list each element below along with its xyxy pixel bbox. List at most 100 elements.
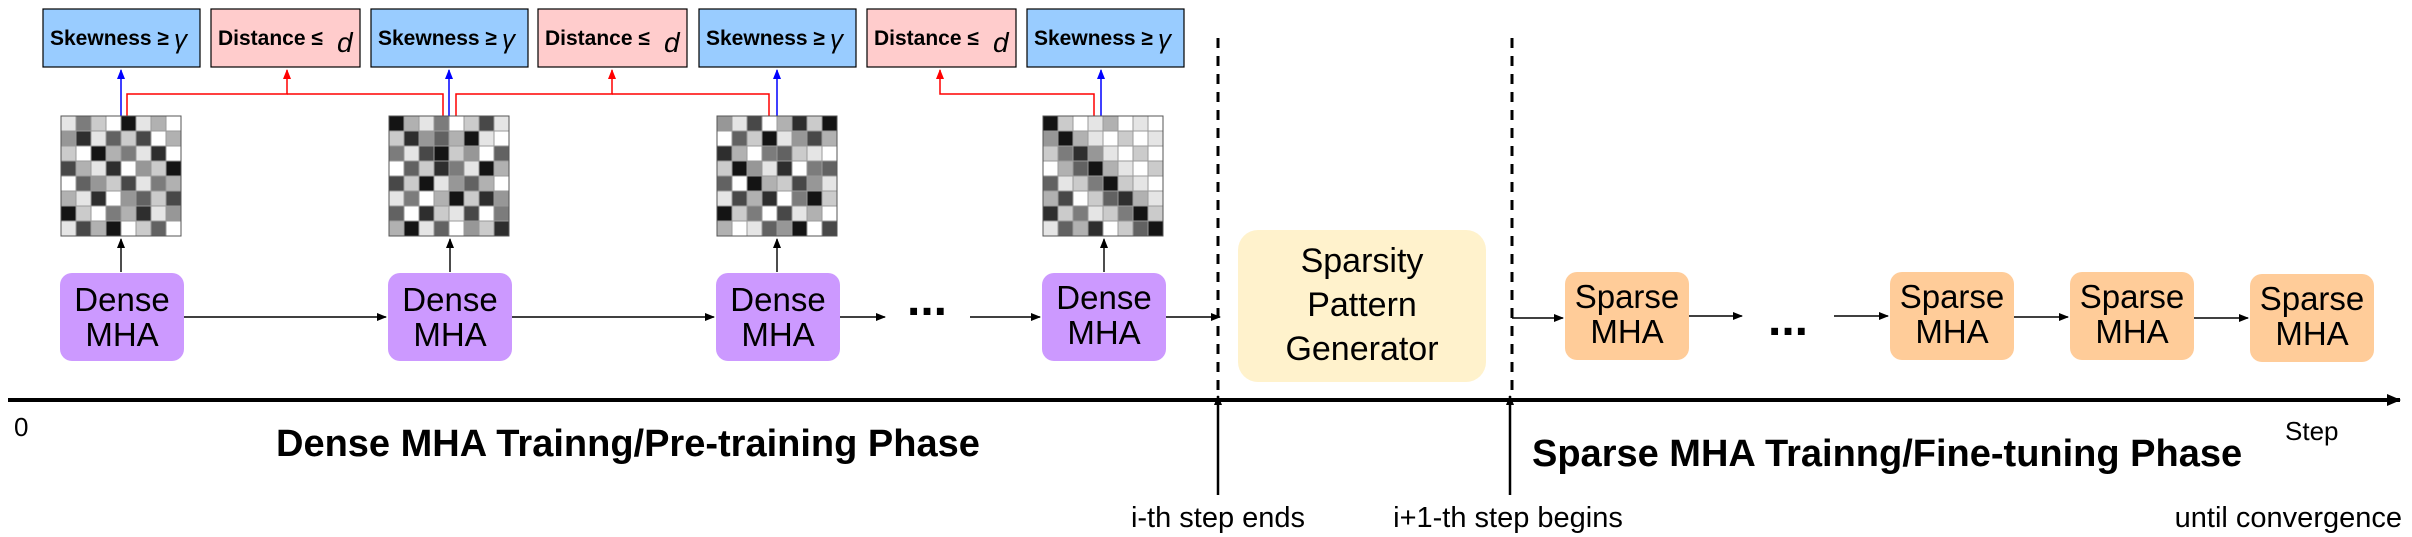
skewness-label: Skewness ≥ [1034, 27, 1153, 50]
heatmap-cell [433, 115, 450, 132]
heatmap-cell [1132, 130, 1149, 147]
heatmap-cell [448, 220, 465, 237]
skewness-label: Skewness ≥ [378, 27, 497, 50]
heatmap-frame [716, 115, 838, 237]
heatmap-cell [1072, 175, 1089, 192]
dense-label: Dense [74, 281, 169, 318]
heatmap-cell [1147, 220, 1164, 237]
heatmap-cell [120, 220, 137, 237]
heatmap-cell [403, 130, 420, 147]
heatmap-cell [806, 130, 823, 147]
heatmap-cell [463, 175, 480, 192]
sparse-mha-block-3: Sparse MHA [2070, 272, 2194, 360]
heatmap-cell [746, 220, 763, 237]
heatmap-cell [150, 205, 167, 222]
skewness-box-1: Skewness ≥ γ [42, 8, 201, 68]
heatmap-cell [150, 115, 167, 132]
distance-connector-2b [612, 93, 770, 116]
heatmap-cell [1042, 220, 1059, 237]
mha-label: MHA [1590, 313, 1663, 350]
heatmap-cell [418, 160, 435, 177]
heatmap-cell [135, 115, 152, 132]
heatmap-cell [746, 160, 763, 177]
heatmap-cell [90, 160, 107, 177]
heatmap-cell [150, 160, 167, 177]
heatmap-cell [791, 220, 808, 237]
heatmap-cell [716, 220, 733, 237]
heatmap-cell [791, 190, 808, 207]
heatmap-cell [1087, 175, 1104, 192]
heatmap-cell [716, 175, 733, 192]
heatmap-cell [1117, 220, 1134, 237]
heatmap-cell [806, 175, 823, 192]
heatmap-cell [150, 130, 167, 147]
heatmap-cell [478, 190, 495, 207]
d-symbol: d [337, 27, 354, 58]
ellipsis-sparse: ... [1768, 293, 1808, 346]
heatmap-cell [821, 205, 838, 222]
heatmap-cell [418, 145, 435, 162]
sparse-phase-label: Sparse MHA Trainng/Fine-tuning Phase [1532, 433, 2242, 475]
sparse-flow-arrows [1512, 312, 2249, 322]
heatmap-cell [448, 160, 465, 177]
heatmap-cell [776, 205, 793, 222]
skewness-label: Skewness ≥ [50, 27, 169, 50]
dense-mha-block-4: Dense MHA [1042, 273, 1166, 361]
heatmap-cell [493, 145, 510, 162]
heatmap-cell [1132, 220, 1149, 237]
heatmap-cell [403, 160, 420, 177]
until-convergence-label: until convergence [2175, 502, 2402, 534]
heatmap-cell [478, 160, 495, 177]
heatmap-cell [135, 220, 152, 237]
heatmap-cell [493, 205, 510, 222]
heatmap-cell [1072, 205, 1089, 222]
distance-box-2: Distance ≤ d [537, 8, 688, 68]
heatmap-cell [1117, 130, 1134, 147]
heatmap-cell [493, 190, 510, 207]
heatmap-cell [1147, 145, 1164, 162]
heatmap-cell [1042, 160, 1059, 177]
heatmap-cell [1057, 190, 1074, 207]
heatmap-cell [403, 145, 420, 162]
mha-label: MHA [2275, 315, 2348, 352]
heatmap-cell [478, 145, 495, 162]
heatmap-cell [105, 130, 122, 147]
heatmap-frame [60, 115, 182, 237]
distance-label: Distance ≤ [218, 27, 323, 50]
heatmap-cell [150, 190, 167, 207]
heatmap-cell [165, 160, 182, 177]
heatmap-cell [75, 205, 92, 222]
heatmap-cell [463, 130, 480, 147]
dense-label: Dense [730, 281, 825, 318]
heatmap-cell [418, 205, 435, 222]
heatmap-cell [478, 220, 495, 237]
heatmap-cell [1147, 205, 1164, 222]
ellipsis-dense: ... [907, 273, 947, 326]
heatmap-cell [433, 145, 450, 162]
sparsity-pattern-generator: Sparsity Pattern Generator [1238, 230, 1486, 382]
heatmap-cell [463, 145, 480, 162]
heatmap-cell [1147, 130, 1164, 147]
heatmap-cell [1117, 160, 1134, 177]
heatmap-cell [821, 190, 838, 207]
heatmap-cell [746, 145, 763, 162]
heatmap-cell [761, 190, 778, 207]
heatmap-cell [1042, 145, 1059, 162]
heatmap-cell [135, 145, 152, 162]
heatmap-cell [120, 115, 137, 132]
heatmap-cell [1102, 145, 1119, 162]
heatmap-cell [448, 115, 465, 132]
heatmap-cell [776, 160, 793, 177]
heatmap-cell [60, 175, 77, 192]
heatmap-cell [716, 145, 733, 162]
heatmap-cell [716, 205, 733, 222]
heatmap-cell [60, 130, 77, 147]
heatmap-cell [418, 220, 435, 237]
i-th-step-ends-label: i-th step ends [1131, 502, 1305, 534]
heatmap-cell [75, 115, 92, 132]
heatmap-cell [746, 130, 763, 147]
heatmap-cell [1147, 115, 1164, 132]
heatmap-cell [791, 205, 808, 222]
heatmap-cell [806, 145, 823, 162]
